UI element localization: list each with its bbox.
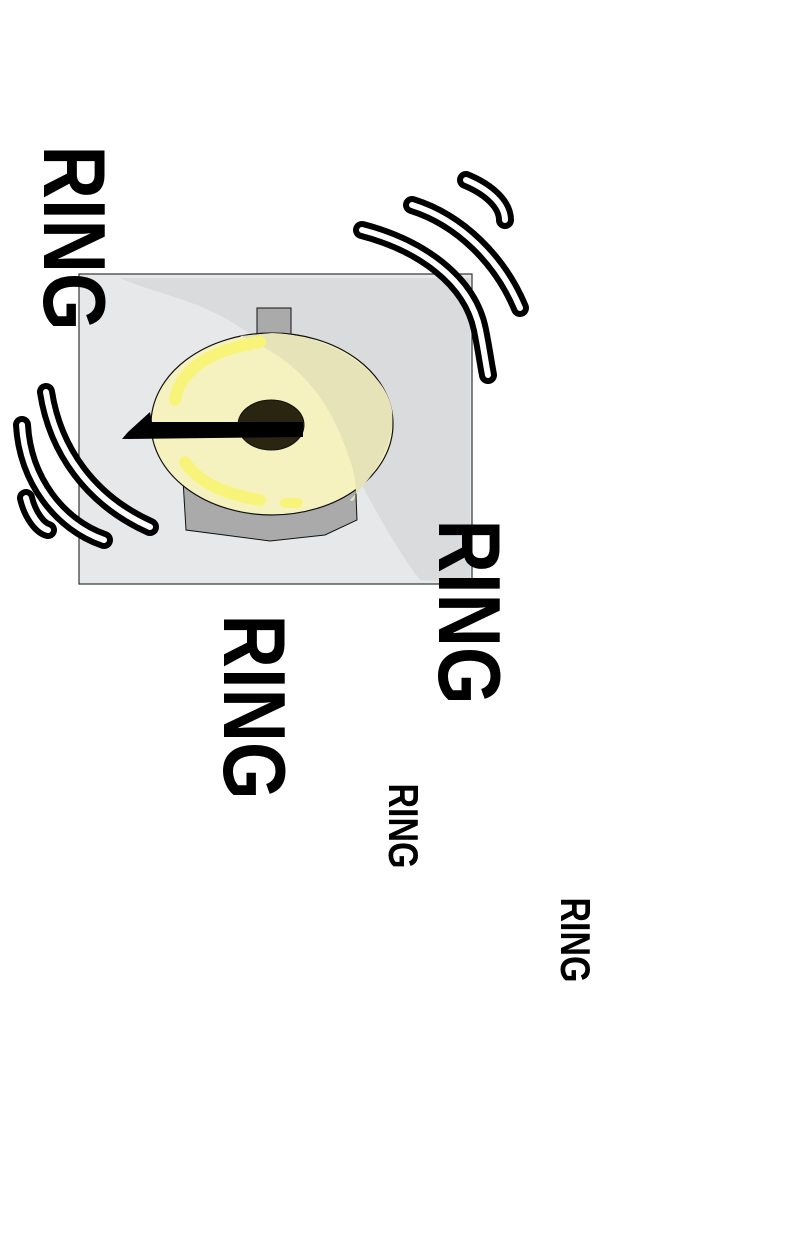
ring-label: RING: [552, 898, 599, 983]
ring-label: RING: [380, 784, 427, 869]
sound-waves-left: [13, 383, 159, 549]
ring-label: RING: [205, 615, 304, 800]
ring-label: RING: [420, 520, 519, 705]
ring-label: RING: [25, 146, 124, 331]
sound-waves-right: [353, 171, 529, 384]
bell-clapper: [122, 412, 303, 439]
bell-icon: [122, 307, 394, 542]
